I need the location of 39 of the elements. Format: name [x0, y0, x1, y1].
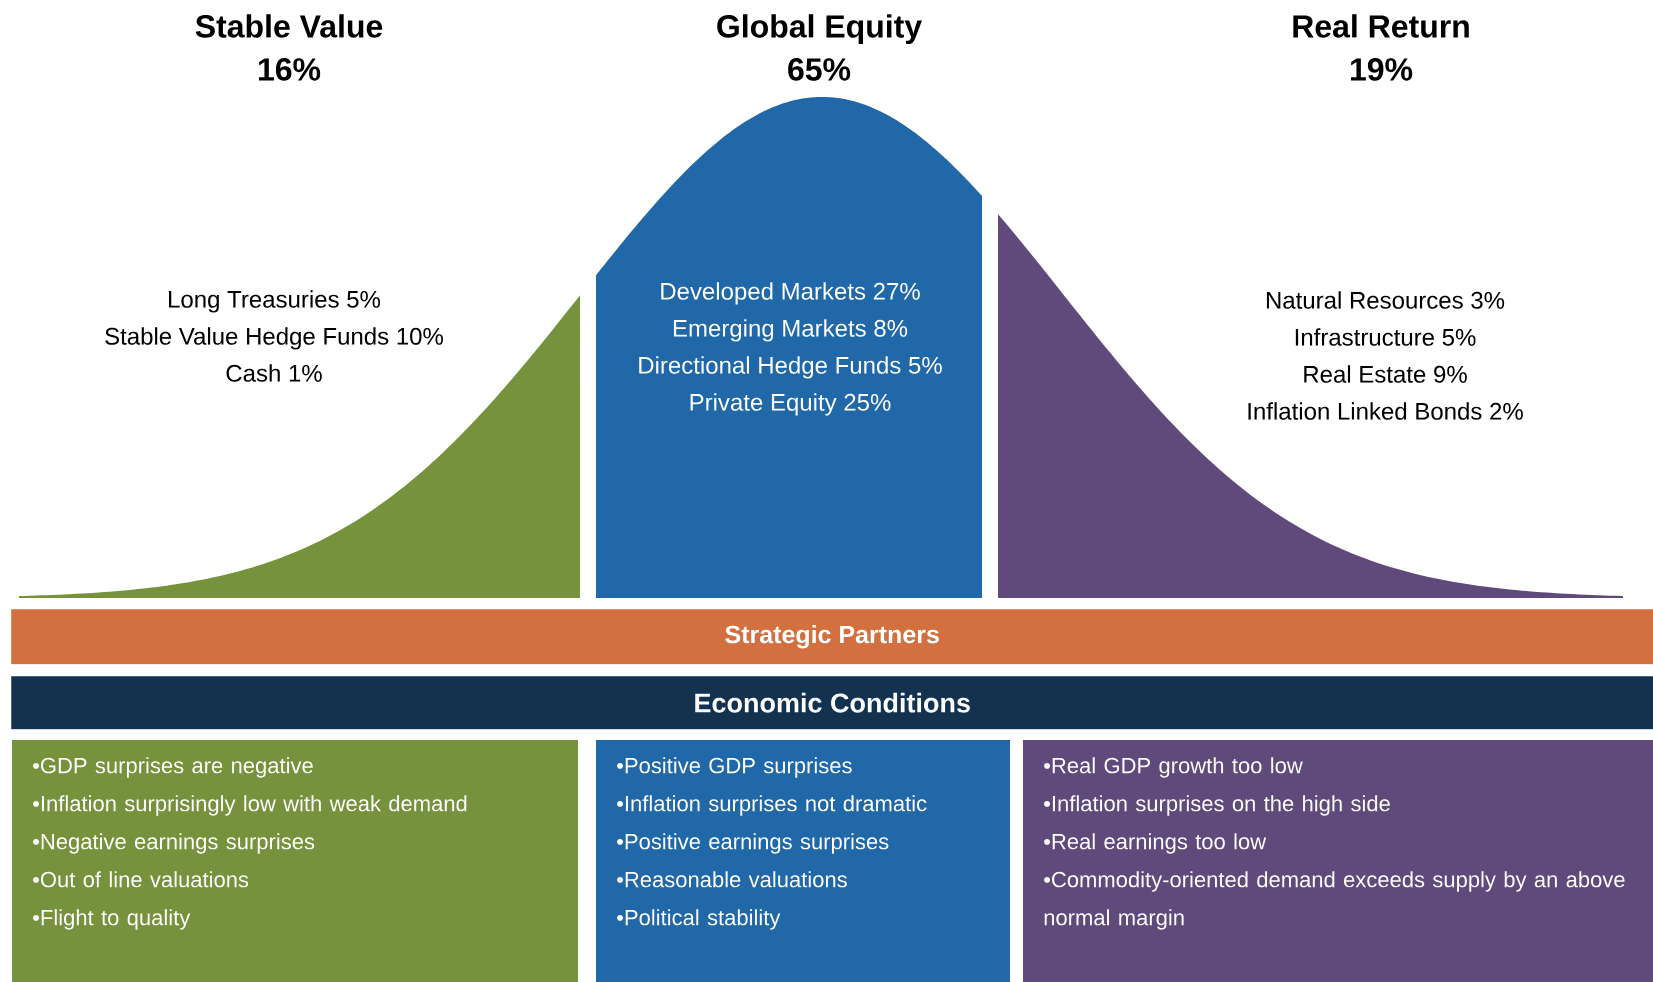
node-label: •Reasonable valuations [617, 871, 847, 888]
node-label: •Political stability [617, 909, 781, 930]
node-label: •Inflation surprises not dramatic [617, 795, 927, 816]
allocation-list: Long Treasuries 5% Stable Value Hedge Funds 10% Cash 1% [105, 290, 443, 382]
bullet-list: •Real GDP growth too low •Inflation surprises on the high side •Real earnings too low •Commodity-oriented demand exceeds supply by an above normal margin [1044, 757, 1625, 930]
banner: Strategic Partners [11, 609, 1653, 665]
node-label: Inflation Linked Bonds 2% [1248, 402, 1523, 420]
node-label: •Inflation surprises on the high side [1044, 795, 1390, 816]
node-label: •Real earnings too low [1044, 833, 1267, 854]
node-label: Infrastructure 5% [1295, 328, 1476, 346]
node-label: •Out of line valuations [33, 871, 249, 888]
curve-segment [19, 14, 580, 598]
bullet-list: •GDP surprises are negative •Inflation surprisingly low with weak demand •Negative earnings surprises •Out of line valuations •Flight to quality [33, 757, 467, 930]
node-label: •GDP surprises are negative [33, 757, 313, 778]
curve-segment [596, 14, 982, 598]
node-label: •Negative earnings surprises [33, 833, 315, 854]
node-label: Emerging Markets 8% [673, 319, 908, 342]
node-label: •Flight to quality [33, 909, 191, 930]
node-label: Natural Resources 3% [1266, 291, 1505, 309]
allocation-list: Developed Markets 27% Emerging Markets 8% Directional Hedge Funds 5% Private Equity 25% [639, 282, 942, 416]
allocation-list: Natural Resources 3% Infrastructure 5% Real Estate 9% Inflation Linked Bonds 2% [1248, 291, 1523, 420]
node-label: •Inflation surprisingly low with weak demand [33, 795, 467, 816]
conditions-panel [1023, 740, 1653, 982]
segment-heading: Stable Value 16% [195, 14, 383, 81]
node-label: •Commodity-oriented demand exceeds supply by an above normal margin [1044, 871, 1625, 930]
node-label: •Real GDP growth too low [1044, 757, 1303, 778]
conditions-panel [596, 740, 1010, 982]
node-label: Developed Markets 27% [661, 282, 920, 305]
curve-segment [998, 14, 1623, 598]
node-label: Directional Hedge Funds 5% [639, 356, 942, 379]
node-label: •Positive earnings surprises [617, 833, 889, 854]
node-label: •Positive GDP surprises [617, 757, 852, 778]
segment-heading: Real Return 19% [1293, 14, 1469, 81]
node-label: Real Estate 9% [1304, 365, 1467, 383]
segment-heading: Global Equity 65% [717, 14, 922, 81]
conditions-panel [12, 740, 578, 982]
bullet-list: •Positive GDP surprises •Inflation surprises not dramatic •Positive earnings surprises •Reasonable valuations •Political stability [617, 757, 927, 930]
node-label: Private Equity 25% [690, 393, 891, 416]
banner: Economic Conditions [11, 676, 1653, 730]
